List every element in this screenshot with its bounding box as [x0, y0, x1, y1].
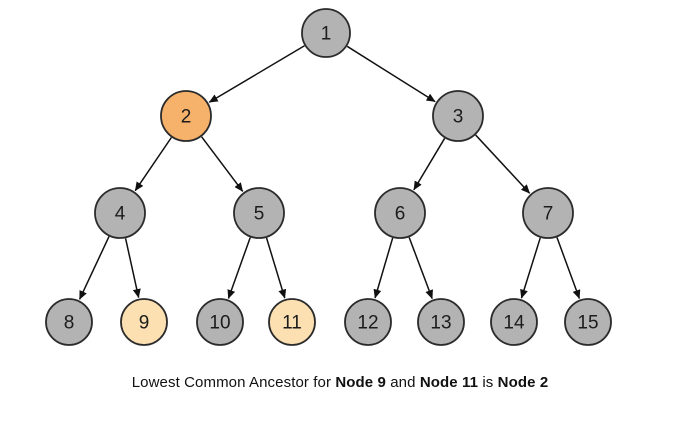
- tree-node-circle-14: [490, 298, 538, 346]
- tree-node-label-15: 15: [577, 313, 598, 334]
- tree-node-label-10: 10: [209, 313, 230, 334]
- tree-node-7: 7: [522, 187, 574, 239]
- tree-node-label-12: 12: [357, 313, 378, 334]
- tree-node-6: 6: [374, 187, 426, 239]
- edge-7-14: [520, 237, 541, 299]
- tree-node-circle-7: [522, 187, 574, 239]
- tree-node-circle-12: [344, 298, 392, 346]
- tree-node-label-14: 14: [503, 313, 525, 334]
- caption-node-11: Node 11: [419, 374, 479, 391]
- edge-6-13: [408, 237, 433, 300]
- caption-text-3: is: [478, 374, 498, 391]
- caption: Lowest Common Ancestor for Node 9 and No…: [0, 374, 680, 391]
- edge-7-15: [556, 237, 581, 299]
- edge-2-4: [134, 137, 172, 192]
- tree-node-9: 9: [120, 298, 168, 346]
- tree-node-circle-3: [432, 90, 484, 142]
- edge-2-5: [201, 136, 244, 192]
- tree-node-11: 11: [268, 298, 316, 346]
- tree-node-circle-1: [301, 8, 351, 58]
- tree-node-10: 10: [196, 298, 244, 346]
- tree-node-circle-6: [374, 187, 426, 239]
- tree-node-label-9: 9: [139, 313, 150, 334]
- caption-node-9: Node 9: [335, 374, 386, 391]
- caption-text-2: and: [385, 374, 420, 391]
- tree-node-label-6: 6: [395, 204, 406, 225]
- tree-node-label-11: 11: [282, 313, 302, 334]
- tree-node-circle-11: [268, 298, 316, 346]
- tree-node-label-7: 7: [543, 204, 554, 225]
- tree-node-13: 13: [417, 298, 465, 346]
- edge-1-3: [346, 45, 436, 103]
- tree-node-14: 14: [490, 298, 538, 346]
- tree-node-8: 8: [45, 298, 93, 346]
- tree-node-1: 1: [301, 8, 351, 58]
- edge-3-7: [475, 134, 531, 194]
- tree-node-15: 15: [564, 298, 612, 346]
- tree-node-circle-4: [94, 187, 146, 239]
- edge-6-12: [373, 237, 394, 299]
- tree-node-circle-13: [417, 298, 465, 346]
- tree-node-circle-5: [233, 187, 285, 239]
- edges-layer: [78, 45, 581, 300]
- tree-node-3: 3: [432, 90, 484, 142]
- tree-node-circle-9: [120, 298, 168, 346]
- tree-node-12: 12: [344, 298, 392, 346]
- edge-4-9: [124, 238, 141, 299]
- tree-node-label-3: 3: [453, 107, 464, 128]
- edge-5-10: [227, 237, 251, 299]
- tree-node-circle-2: [160, 90, 212, 142]
- tree-node-label-1: 1: [321, 24, 332, 45]
- caption-text-1: Lowest Common Ancestor for: [131, 374, 336, 391]
- tree-node-label-4: 4: [115, 204, 126, 225]
- tree-node-label-2: 2: [181, 107, 192, 128]
- tree-node-label-8: 8: [64, 313, 75, 334]
- tree-node-circle-10: [196, 298, 244, 346]
- edge-3-6: [413, 137, 446, 191]
- tree-node-2: 2: [160, 90, 212, 142]
- caption-node-2: Node 2: [497, 374, 549, 391]
- tree-node-label-13: 13: [430, 313, 451, 334]
- edge-1-2: [208, 45, 305, 103]
- tree-node-5: 5: [233, 187, 285, 239]
- edge-5-11: [265, 237, 287, 299]
- tree-node-circle-15: [564, 298, 612, 346]
- edge-4-8: [78, 236, 110, 300]
- tree-node-circle-8: [45, 298, 93, 346]
- tree-node-label-5: 5: [254, 204, 265, 225]
- tree-node-4: 4: [94, 187, 146, 239]
